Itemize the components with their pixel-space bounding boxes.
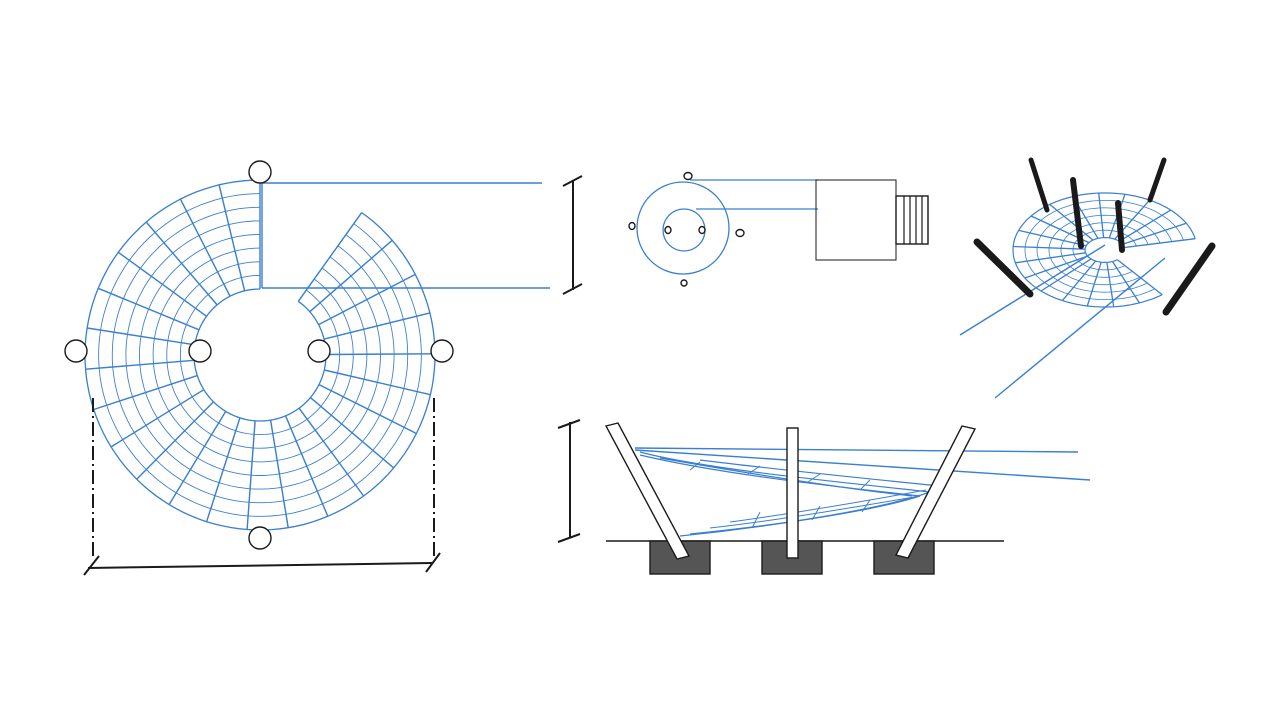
mesh-spoke xyxy=(145,221,218,306)
mesh-spoke xyxy=(309,397,395,469)
small-plan-coupling xyxy=(895,195,929,245)
post-marker xyxy=(680,279,688,287)
mesh-spoke xyxy=(1111,261,1140,304)
perspective-posts xyxy=(973,157,1216,316)
post-marker xyxy=(664,225,672,235)
post-marker xyxy=(188,339,212,363)
mesh-spoke xyxy=(1116,259,1163,296)
elevation-view xyxy=(557,419,1091,575)
mesh-spoke xyxy=(1061,260,1097,302)
mesh-spoke xyxy=(1049,203,1094,241)
post-marker xyxy=(248,160,272,184)
mesh-spoke xyxy=(1124,238,1196,249)
small-plan-box xyxy=(815,179,897,261)
small-plan-view xyxy=(628,171,929,287)
mesh-spoke xyxy=(1098,193,1105,238)
mesh-spoke xyxy=(284,415,329,517)
post-marker xyxy=(683,171,693,181)
spiral-mesh-plan xyxy=(84,179,436,531)
mesh-spoke xyxy=(298,407,365,497)
mesh-spoke xyxy=(297,212,363,302)
mesh-spoke xyxy=(205,417,241,522)
perspective-channel-edge xyxy=(994,257,1166,399)
mesh-spoke xyxy=(324,369,431,396)
post-marker xyxy=(307,339,331,363)
mesh-spoke xyxy=(1106,262,1115,307)
dimension-bracket-channel xyxy=(562,175,583,295)
mesh-spoke xyxy=(246,420,256,530)
dimension-line-diameter xyxy=(83,398,441,576)
mesh-spoke xyxy=(323,312,431,340)
mesh-spoke xyxy=(179,198,231,297)
post-marker xyxy=(786,427,799,559)
mesh-spoke xyxy=(1024,255,1088,279)
spiral-mesh-perspective xyxy=(1012,192,1196,308)
mesh-elevation xyxy=(634,447,1091,537)
perspective-channel-edge xyxy=(959,244,1106,336)
perspective-view xyxy=(959,157,1216,399)
post-marker xyxy=(64,339,88,363)
mesh-spoke xyxy=(117,251,208,317)
mesh-spoke xyxy=(318,383,417,435)
post-marker xyxy=(628,221,636,231)
post-marker xyxy=(430,339,454,363)
mesh-spoke xyxy=(309,239,393,313)
mesh-spoke xyxy=(318,273,416,326)
plan-view xyxy=(64,160,583,576)
mesh-spoke xyxy=(86,327,195,346)
small-plan-outer-ring xyxy=(636,181,730,275)
mesh-spoke xyxy=(93,374,198,411)
mesh-spoke xyxy=(110,389,205,448)
mesh-spoke xyxy=(325,353,436,356)
mesh-spoke xyxy=(1040,258,1092,292)
mesh-spoke xyxy=(1018,229,1087,247)
mesh-ring xyxy=(1036,207,1172,293)
mesh-spoke xyxy=(168,411,227,505)
mesh-ring xyxy=(1012,192,1196,308)
mesh-spoke xyxy=(1013,245,1086,250)
post-marker xyxy=(248,526,272,550)
mesh-spoke xyxy=(269,419,289,528)
mesh-spoke xyxy=(1122,222,1187,245)
post-marker xyxy=(604,422,691,560)
mesh-spoke xyxy=(1118,209,1172,242)
mesh-ring xyxy=(193,288,327,422)
mesh-spoke xyxy=(136,401,215,480)
mesh-spoke xyxy=(85,359,195,370)
post-marker xyxy=(894,425,977,559)
mesh-spoke xyxy=(1086,262,1102,307)
mesh-spoke xyxy=(1015,252,1086,264)
mesh-spoke xyxy=(97,287,200,331)
mesh-spoke xyxy=(218,184,246,291)
dimension-bracket-height xyxy=(557,419,581,543)
mesh-ring xyxy=(1048,214,1161,286)
post-marker xyxy=(735,228,745,238)
post-marker xyxy=(698,225,706,235)
